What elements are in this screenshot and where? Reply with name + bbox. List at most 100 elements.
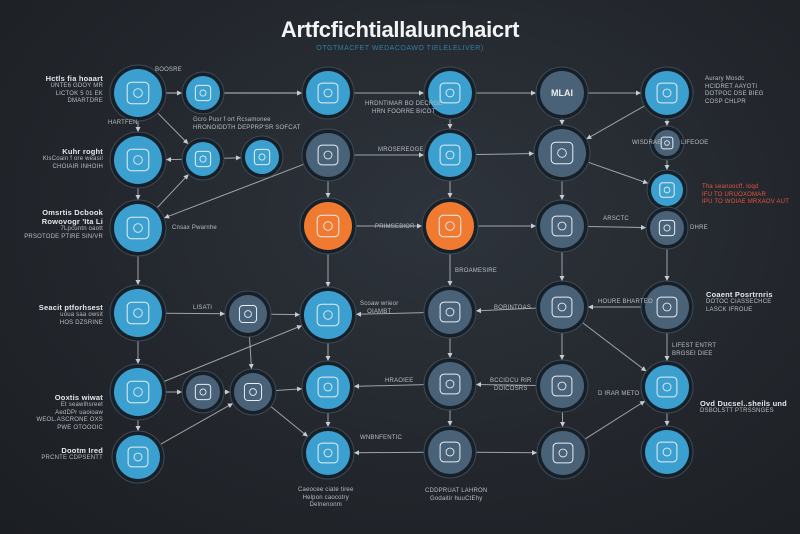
flow-node[interactable]: [109, 131, 167, 189]
arrowhead-icon: [447, 193, 453, 198]
node-glyph-detail-icon: [445, 88, 455, 98]
node-glyph-icon: [656, 82, 678, 104]
flow-node[interactable]: [111, 430, 165, 484]
node-glyph-icon: [194, 383, 212, 401]
node-glyph-detail-icon: [662, 302, 672, 312]
label-line: WEOL.ASCRONE OXS: [36, 417, 103, 423]
flow-node[interactable]: [640, 66, 694, 120]
flow-node[interactable]: [301, 360, 355, 414]
node-glyph-detail-icon: [445, 379, 455, 389]
flow-node[interactable]: [224, 290, 272, 338]
arrowhead-icon: [248, 363, 254, 370]
flow-node[interactable]: [299, 286, 357, 344]
page-subtitle: OTGTMACFET WEDACOAWO TIELELELIVER): [316, 45, 484, 52]
node-glyph-icon: [194, 84, 212, 102]
flow-node[interactable]: [421, 197, 479, 255]
node-circle: [186, 375, 220, 409]
flow-node[interactable]: [649, 125, 685, 161]
node-glyph-icon: [551, 375, 573, 397]
flow-node[interactable]: [301, 426, 355, 480]
flow-node[interactable]: [533, 124, 591, 182]
arrowhead-icon: [182, 138, 189, 145]
flow-node[interactable]: [535, 280, 589, 334]
connector-line: [475, 383, 537, 387]
flow-node[interactable]: [535, 359, 589, 413]
arrowhead-icon: [135, 127, 141, 132]
flow-node[interactable]: [423, 66, 477, 120]
arrowhead-icon: [664, 276, 670, 281]
label-left2: Kuhr roght KlsCoain f ore weasil CHOIAIR…: [43, 147, 103, 171]
flow-node[interactable]: [423, 357, 477, 411]
node-glyph-icon: [126, 301, 150, 325]
label-borint: BORINTOAS: [494, 305, 532, 311]
arrowhead-icon: [302, 431, 308, 437]
label-lifeooe: LIFEOOE: [681, 140, 709, 146]
flow-node[interactable]: [299, 197, 357, 255]
flow-node[interactable]: [536, 426, 590, 480]
node-glyph-detail-icon: [445, 447, 455, 457]
arrowhead-icon: [294, 312, 301, 318]
flow-node[interactable]: [181, 71, 225, 115]
node-glyph-detail-icon: [199, 155, 207, 163]
flow-node[interactable]: [640, 425, 694, 479]
node-circle: [540, 71, 584, 115]
flow-node[interactable]: [535, 66, 589, 120]
node-circle: [306, 431, 350, 475]
node-glyph-icon: [550, 141, 574, 165]
arrowhead-icon: [296, 386, 303, 392]
flow-node[interactable]: [640, 360, 694, 414]
edges: [135, 90, 670, 456]
flow-node[interactable]: [423, 425, 477, 479]
node-glyph-detail-icon: [133, 452, 143, 462]
arrowhead-icon: [297, 90, 302, 96]
label-title: Ooxtis wiwat: [54, 393, 103, 402]
flow-node[interactable]: [423, 285, 477, 339]
node-circle: [645, 365, 689, 409]
node-circle: [245, 140, 279, 174]
node-circle: [540, 285, 584, 329]
node-glyph-icon: [660, 136, 674, 150]
label-title: Ovd Ducsel..sheils und: [700, 399, 787, 408]
flow-node[interactable]: [181, 137, 225, 181]
node-glyph-detail-icon: [258, 153, 266, 161]
node-glyph-icon: [551, 215, 573, 237]
flow-node[interactable]: [229, 368, 277, 416]
node-glyph-icon: [439, 82, 461, 104]
flow-node[interactable]: [645, 206, 689, 250]
flow-node[interactable]: [109, 199, 167, 257]
flow-node[interactable]: [109, 64, 167, 122]
flow-node[interactable]: [423, 128, 477, 182]
flow-node[interactable]: [535, 199, 589, 253]
node-circle: [186, 142, 220, 176]
node-glyph-icon: [316, 303, 340, 327]
arrowhead-icon: [531, 223, 536, 229]
flow-node[interactable]: [181, 370, 225, 414]
flow-node[interactable]: [109, 363, 167, 421]
label-line: uoua saa owsit: [60, 312, 103, 318]
label-title: Dootm Ired: [61, 446, 103, 455]
label-left5: Ooxtis wiwat Et seawihsreet AedDPr uaoio…: [36, 393, 103, 432]
node-circle: [114, 368, 162, 416]
flow-node[interactable]: [240, 135, 284, 179]
node-circle: [426, 202, 474, 250]
flow-node[interactable]: [109, 284, 167, 342]
label-lifest: LIFEST ENTRT BRGSEI DIEE: [672, 343, 716, 358]
node-glyph-icon: [552, 442, 574, 464]
flow-node[interactable]: [301, 66, 355, 120]
node-glyph-detail-icon: [133, 387, 143, 397]
flow-node[interactable]: [640, 280, 694, 334]
nodes: [109, 64, 694, 484]
label-line: OIAMBT: [367, 308, 392, 315]
label-line: PRCNTE CDPSENTT: [41, 455, 103, 461]
arrowhead-icon: [475, 382, 482, 388]
arrowhead-icon: [135, 359, 141, 364]
flow-node[interactable]: [301, 128, 355, 182]
label-primse: PRIMSEBIOR: [375, 224, 415, 230]
node-glyph-icon: [127, 446, 149, 468]
node-circle: [114, 204, 162, 252]
flow-node[interactable]: [646, 169, 688, 211]
label-arsctc: ARSCTC: [603, 216, 629, 222]
node-circle: [651, 174, 683, 206]
label-line: HCIDRET AAYOTI: [705, 83, 758, 90]
connector-line: [353, 384, 425, 387]
